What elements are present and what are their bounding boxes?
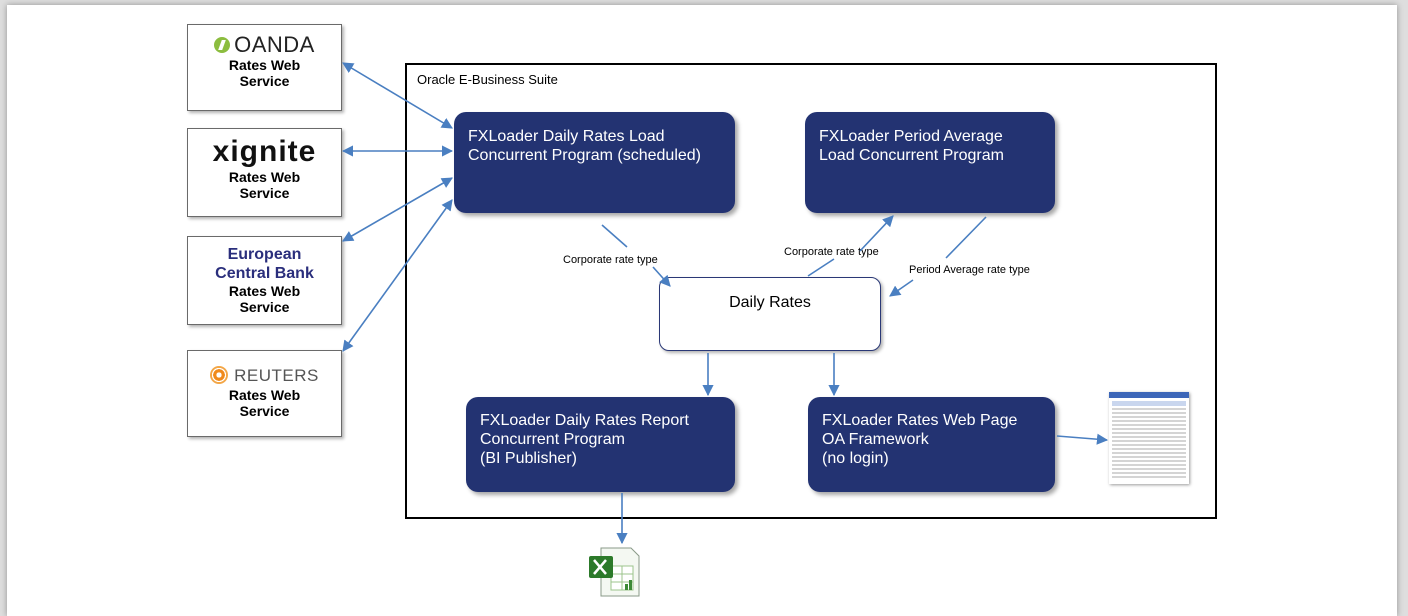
oanda-service-label: Rates Web Service <box>188 57 341 89</box>
ecb-service-line-1: Rates Web <box>228 283 301 299</box>
reuters-provider-box: REUTERS Rates Web Service <box>187 350 342 437</box>
excel-file-icon <box>589 547 640 597</box>
oanda-provider-box: OANDA Rates Web Service <box>187 24 342 111</box>
daily-load-line-2: Concurrent Program (scheduled) <box>468 147 701 164</box>
web-page-line-2: OA Framework <box>822 431 929 448</box>
edge-label-period-average: Period Average rate type <box>909 264 1030 276</box>
web-page-line-3: (no login) <box>822 450 889 467</box>
reuters-link-arrow <box>342 199 453 352</box>
report-line-2: Concurrent Program <box>480 431 625 448</box>
daily-load-line-1: FXLoader Daily Rates Load <box>468 128 665 145</box>
oanda-link-arrow <box>342 62 453 129</box>
xignite-service-label: Rates Web Service <box>188 169 341 201</box>
reuters-logo-text: REUTERS <box>234 366 319 385</box>
xignite-provider-box: xignite Rates Web Service <box>187 128 342 217</box>
daily-load-to-rates-line <box>601 224 628 248</box>
period-average-line-2: Load Concurrent Program <box>819 147 1004 164</box>
xignite-logo-part-2: i <box>230 135 240 168</box>
period-average-to-rates-arrow <box>889 279 914 297</box>
oanda-logo-text: OANDA <box>234 32 315 57</box>
report-line-1: FXLoader Daily Rates Report <box>480 412 689 429</box>
oanda-logo-icon <box>214 37 231 53</box>
oanda-service-line-1: Rates Web <box>228 57 301 73</box>
period-average-to-rates-line <box>945 216 987 259</box>
reuters-logo: REUTERS <box>188 365 341 387</box>
web-page-screenshot-thumbnail <box>1109 392 1189 484</box>
oanda-logo: OANDA <box>188 33 341 57</box>
xignite-logo: xignite <box>188 135 341 169</box>
ecb-service-line-2: Service <box>239 299 290 315</box>
daily-rates-store: Daily Rates <box>659 277 881 351</box>
daily-rates-label: Daily Rates <box>729 294 811 311</box>
ecb-provider-box: European Central Bank Rates Web Service <box>187 236 342 325</box>
ecb-link-arrow <box>342 177 453 242</box>
reuters-service-label: Rates Web Service <box>188 387 341 419</box>
ecb-service-label: Rates Web Service <box>188 283 341 315</box>
rates-web-page-program: FXLoader Rates Web Page OA Framework (no… <box>808 397 1055 492</box>
xignite-logo-part-3: gnite <box>239 135 317 168</box>
oanda-service-line-2: Service <box>239 73 290 89</box>
ecb-logo: European Central Bank <box>188 245 341 283</box>
reuters-service-line-1: Rates Web <box>228 387 301 403</box>
web-page-line-1: FXLoader Rates Web Page <box>822 412 1018 429</box>
web-page-to-thumbnail-arrow <box>1056 433 1109 445</box>
rates-to-period-average-line <box>807 258 835 277</box>
daily-rates-load-program: FXLoader Daily Rates Load Concurrent Pro… <box>454 112 735 213</box>
ecb-logo-line-1: European <box>227 246 302 263</box>
report-line-3: (BI Publisher) <box>480 450 577 467</box>
reuters-logo-icon <box>210 366 229 384</box>
edge-label-corporate-average: Corporate rate type <box>784 246 879 258</box>
xignite-service-line-2: Service <box>239 185 290 201</box>
daily-rates-report-program: FXLoader Daily Rates Report Concurrent P… <box>466 397 735 492</box>
daily-load-to-rates-arrow <box>652 266 671 287</box>
edge-label-corporate-load: Corporate rate type <box>563 254 658 266</box>
period-average-line-1: FXLoader Period Average <box>819 128 1003 145</box>
period-average-load-program: FXLoader Period Average Load Concurrent … <box>805 112 1055 213</box>
rates-to-period-average-arrow <box>859 215 894 252</box>
xignite-logo-part-1: x <box>212 135 231 168</box>
ecb-logo-line-2: Central Bank <box>215 265 314 282</box>
reuters-service-line-2: Service <box>239 403 290 419</box>
xignite-service-line-1: Rates Web <box>228 169 301 185</box>
